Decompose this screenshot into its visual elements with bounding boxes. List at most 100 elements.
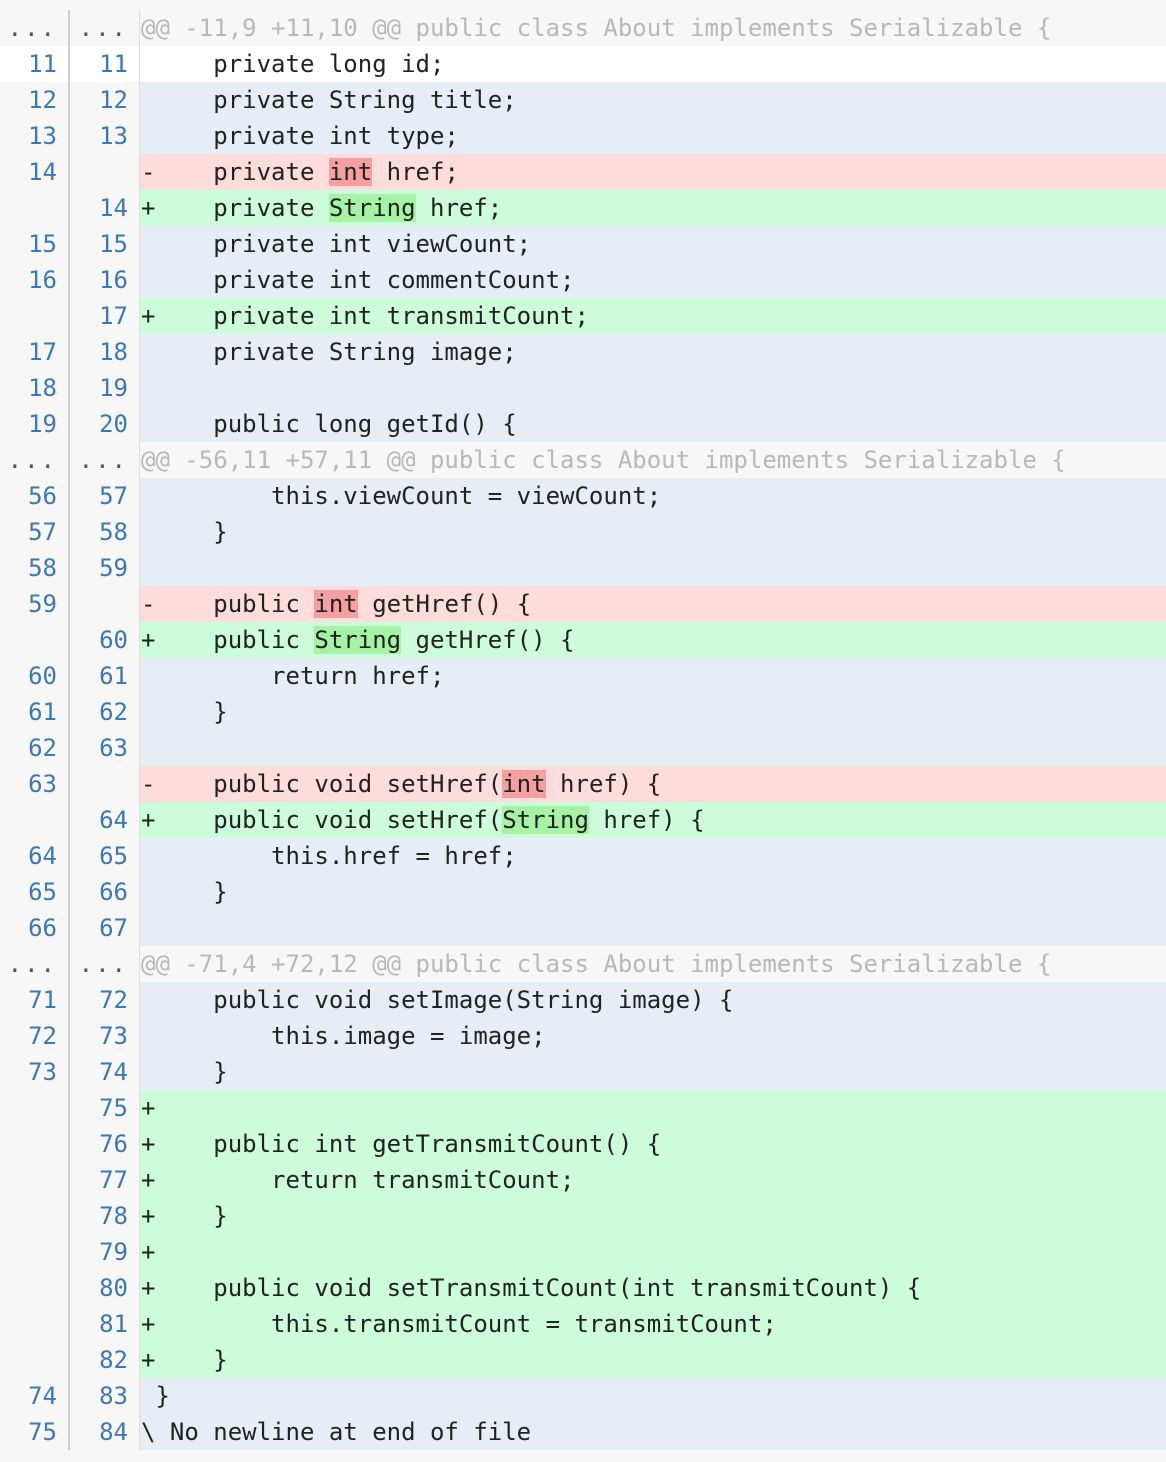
code-segment: } [141,1382,170,1410]
code-text: + return transmitCount; [140,1162,1166,1198]
code-text: - public int getHref() { [140,586,1166,622]
removed-word-highlight: int [328,158,373,186]
added-line[interactable]: 80+ public void setTransmitCount(int tra… [0,1270,1166,1306]
code-segment: } [141,518,228,546]
expand-hunk-button[interactable]: ... [70,946,140,982]
expand-hunk-button[interactable]: ... [70,442,140,478]
code-segment: href) { [588,806,705,834]
old-line-number [0,190,70,226]
code-segment: @@ -71,4 +72,12 @@ public class About im… [141,950,1052,978]
old-line-number: 14 [0,154,70,190]
expand-hunk-button[interactable]: ... [0,442,70,478]
old-line-number: 66 [0,910,70,946]
expand-hunk-button[interactable]: ... [70,10,140,46]
old-line-number [0,1090,70,1126]
code-text: + public void setHref(String href) { [140,802,1166,838]
added-line[interactable]: 79+ [0,1234,1166,1270]
deleted-line[interactable]: 63- public void setHref(int href) { [0,766,1166,802]
code-text: + public void setTransmitCount(int trans… [140,1270,1166,1306]
new-line-number: 65 [70,838,140,874]
code-segment: - public void setHref( [141,770,503,798]
old-line-number [0,298,70,334]
added-line[interactable]: 14+ private String href; [0,190,1166,226]
added-line[interactable]: 60+ public String getHref() { [0,622,1166,658]
expand-hunk-button[interactable]: ... [0,10,70,46]
code-text: + [140,1234,1166,1270]
new-line-number: 79 [70,1234,140,1270]
new-line-number: 59 [70,550,140,586]
code-text: this.href = href; [140,838,1166,874]
code-segment: private int commentCount; [141,266,575,294]
new-line-number: 19 [70,370,140,406]
new-line-number: 57 [70,478,140,514]
added-line[interactable]: 64+ public void setHref(String href) { [0,802,1166,838]
old-line-number: 18 [0,370,70,406]
code-segment [141,554,155,582]
code-text: } [140,874,1166,910]
added-line[interactable]: 78+ } [0,1198,1166,1234]
added-line[interactable]: 82+ } [0,1342,1166,1378]
code-segment: + } [141,1346,228,1374]
old-line-number: 64 [0,838,70,874]
code-segment: public long getId() { [141,410,517,438]
old-line-number: 11 [0,46,70,82]
hunk-header-row[interactable]: ......@@ -71,4 +72,12 @@ public class Ab… [0,946,1166,982]
added-line[interactable]: 75+ [0,1090,1166,1126]
new-line-number: 80 [70,1270,140,1306]
hunk-header-row[interactable]: ......@@ -11,9 +11,10 @@ public class Ab… [0,10,1166,46]
old-line-number [0,802,70,838]
code-segment [141,914,155,942]
new-line-number: 78 [70,1198,140,1234]
new-line-number: 84 [70,1414,140,1450]
code-text: private int viewCount; [140,226,1166,262]
code-segment: private long id; [141,50,445,78]
code-text: private int commentCount; [140,262,1166,298]
old-line-number: 57 [0,514,70,550]
code-text: } [140,1054,1166,1090]
deleted-line[interactable]: 14- private int href; [0,154,1166,190]
new-line-number: 13 [70,118,140,154]
new-line-number: 60 [70,622,140,658]
added-line[interactable]: 76+ public int getTransmitCount() { [0,1126,1166,1162]
code-segment: + } [141,1202,228,1230]
expand-hunk-button[interactable]: ... [0,946,70,982]
added-line[interactable]: 17+ private int transmitCount; [0,298,1166,334]
deleted-line[interactable]: 59- public int getHref() { [0,586,1166,622]
code-text: public void setImage(String image) { [140,982,1166,1018]
added-line[interactable]: 81+ this.transmitCount = transmitCount; [0,1306,1166,1342]
old-line-number [0,1234,70,1270]
new-line-number: 81 [70,1306,140,1342]
code-segment: + public int getTransmitCount() { [141,1130,662,1158]
code-segment: getHref() { [357,590,532,618]
code-segment: + public [141,626,315,654]
hunk-header-row[interactable]: ......@@ -56,11 +57,11 @@ public class A… [0,442,1166,478]
code-segment: private int type; [141,122,459,150]
code-segment: + [141,1094,156,1122]
code-text: public long getId() { [140,406,1166,442]
code-text: private int type; [140,118,1166,154]
added-line[interactable]: 77+ return transmitCount; [0,1162,1166,1198]
code-segment: getHref() { [401,626,575,654]
